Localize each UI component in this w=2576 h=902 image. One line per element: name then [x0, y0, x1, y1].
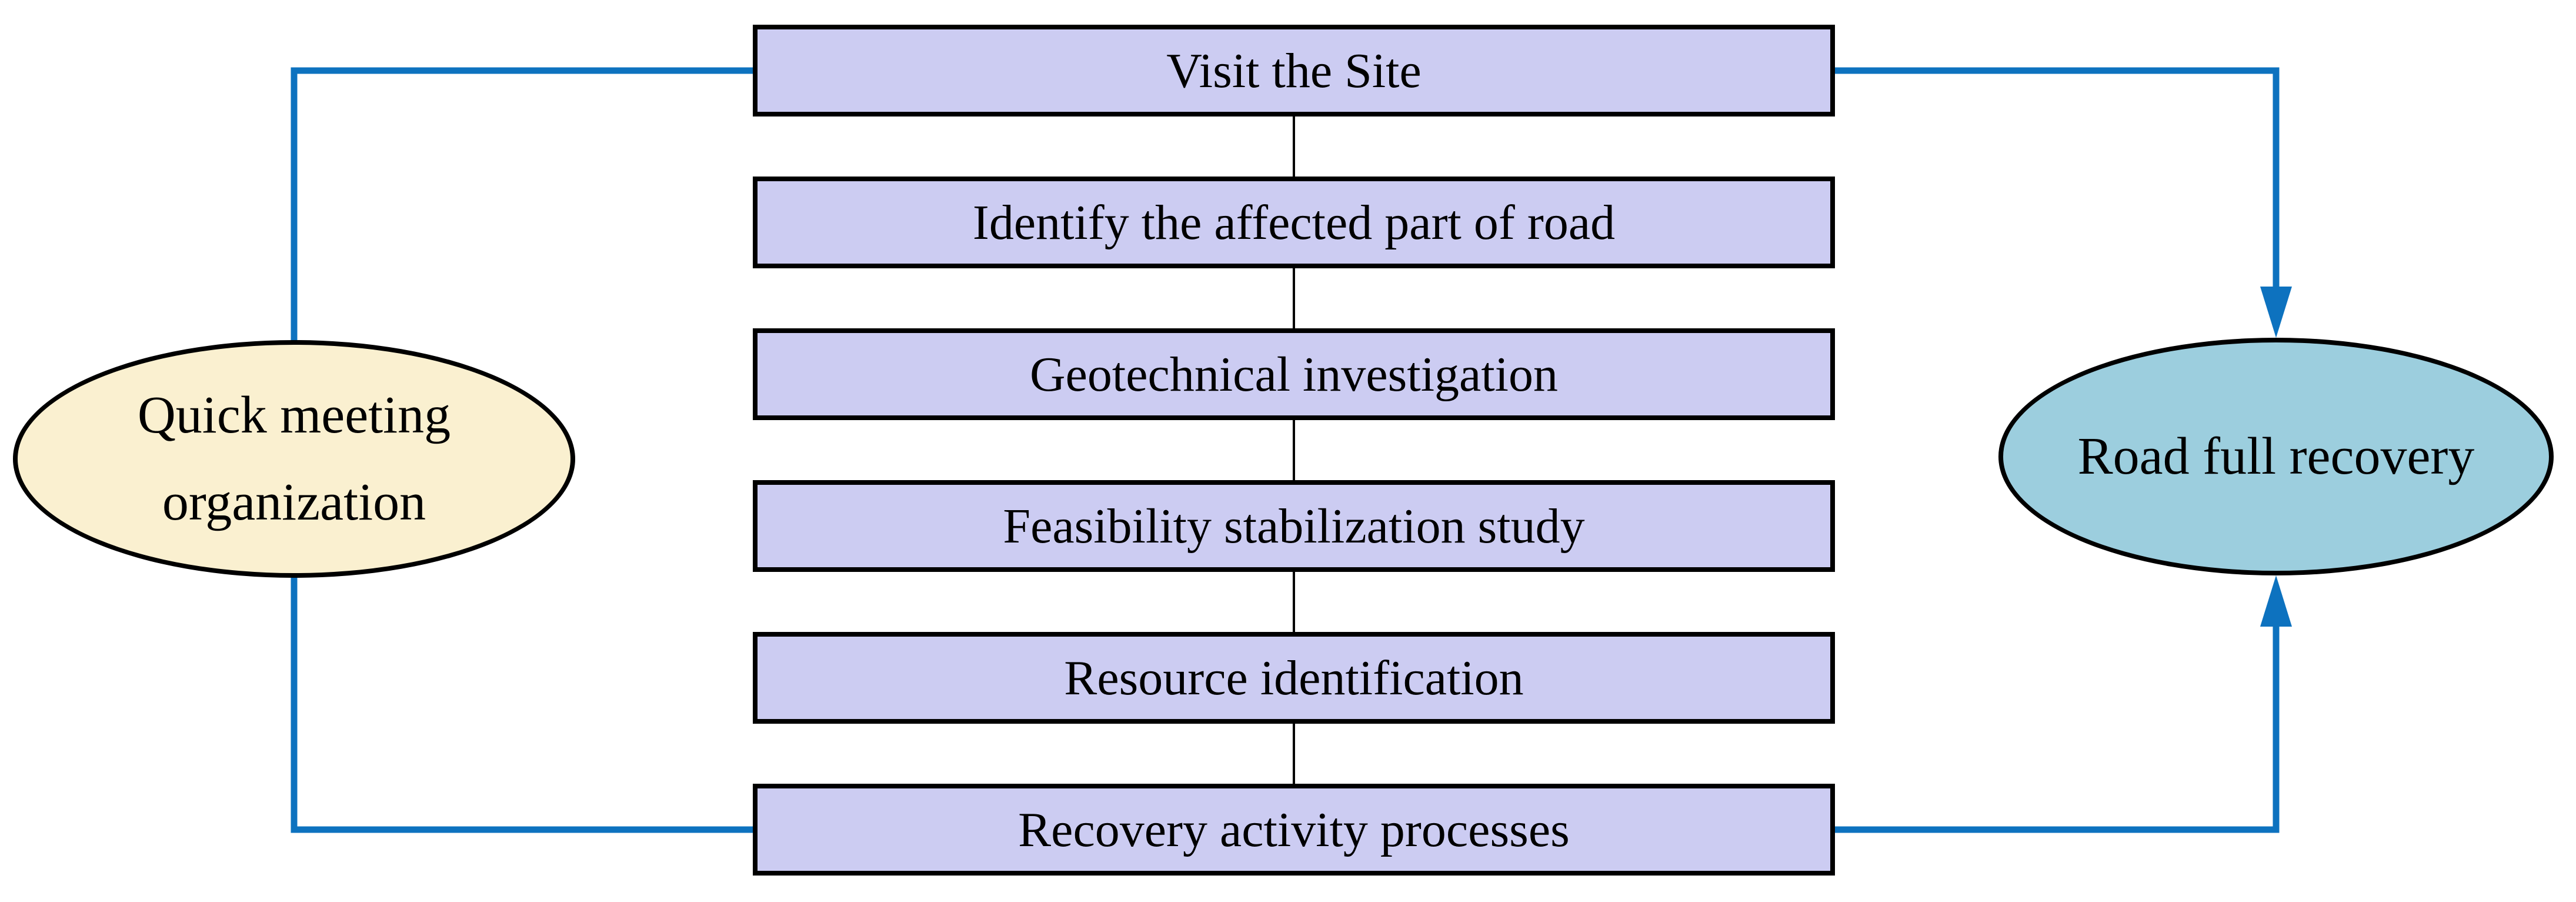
start-ellipse-quick-meeting: Quick meeting organization [13, 340, 575, 578]
process-box-visit-site: Visit the Site [753, 25, 1835, 117]
arrowhead-down [2260, 287, 2292, 338]
connector-visit-to-meeting [291, 67, 753, 412]
process-box-label: Feasibility stabilization study [1003, 498, 1585, 554]
process-box-label: Identify the affected part of road [972, 195, 1616, 250]
connector-visit-to-road-recovery [1835, 67, 2280, 288]
connector-meeting-to-recovery-activity [291, 506, 753, 833]
process-box-label: Recovery activity processes [1018, 802, 1570, 857]
process-box-label: Visit the Site [1166, 43, 1422, 98]
process-box-feasibility-study: Feasibility stabilization study [753, 480, 1835, 572]
process-box-label: Geotechnical investigation [1029, 347, 1559, 402]
process-box-identify-affected-part: Identify the affected part of road [753, 177, 1835, 268]
process-box-label: Resource identification [1064, 650, 1524, 705]
process-box-geotechnical-investigation: Geotechnical investigation [753, 328, 1835, 420]
arrowhead-up [2260, 575, 2292, 627]
process-box-recovery-activity: Recovery activity processes [753, 784, 1835, 876]
end-ellipse-road-recovery: Road full recovery [1998, 338, 2554, 575]
connector-activity-to-road-recovery [1835, 625, 2280, 833]
end-ellipse-label: Road full recovery [2077, 427, 2475, 485]
start-ellipse-label: Quick meeting organization [137, 385, 451, 532]
process-box-resource-identification: Resource identification [753, 632, 1835, 724]
